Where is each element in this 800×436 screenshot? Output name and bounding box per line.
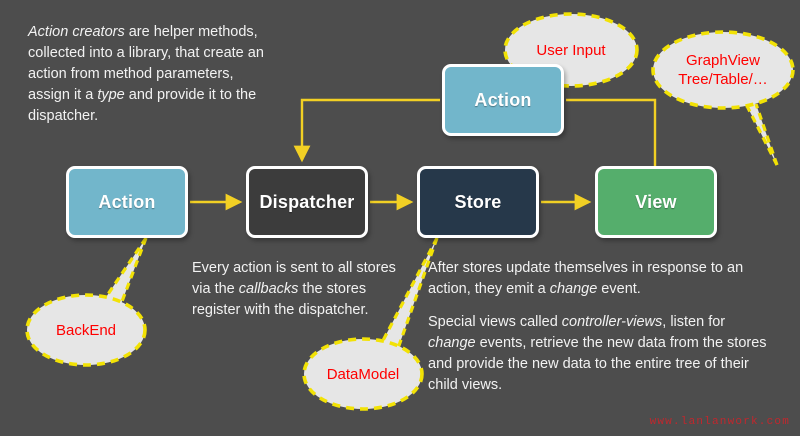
callout-label: GraphView Tree/Table/… bbox=[678, 52, 768, 88]
callout-label: DataModel bbox=[326, 365, 400, 383]
node-view[interactable]: View bbox=[595, 166, 717, 238]
node-store[interactable]: Store bbox=[417, 166, 539, 238]
node-dispatcher[interactable]: Dispatcher bbox=[246, 166, 368, 238]
callout-backend-shape bbox=[25, 237, 148, 367]
paragraph-action-creators: Action creators are helper methods, coll… bbox=[28, 24, 264, 124]
node-action-user-input[interactable]: Action bbox=[442, 64, 564, 136]
paragraph-special-views: Special views called controller-views, l… bbox=[428, 314, 767, 393]
callout-label: User Input bbox=[536, 41, 606, 59]
node-label: View bbox=[635, 191, 677, 212]
callout-datamodel[interactable]: DataModel bbox=[303, 338, 423, 410]
node-action-creators[interactable]: Action bbox=[66, 166, 188, 238]
paragraph-every-action: Every action is sent to all stores via t… bbox=[192, 260, 396, 318]
callout-label: BackEnd bbox=[55, 321, 117, 339]
callout-datamodel-shape bbox=[302, 237, 439, 411]
node-label: Action bbox=[474, 89, 532, 110]
callout-graphview-shape bbox=[651, 30, 795, 166]
callout-graphview[interactable]: GraphView Tree/Table/… bbox=[653, 32, 793, 108]
node-label: Store bbox=[454, 191, 502, 212]
callout-backend[interactable]: BackEnd bbox=[26, 294, 146, 366]
arrow-topaction-to-dispatcher bbox=[293, 98, 440, 163]
connector-view-to-topaction bbox=[566, 98, 657, 166]
callout-user-input[interactable]: User Input bbox=[505, 14, 637, 86]
watermark: www.lanlanwork.com bbox=[649, 416, 790, 428]
node-label: Dispatcher bbox=[259, 191, 355, 212]
node-label: Action bbox=[98, 191, 156, 212]
paragraph-after-stores: After stores update themselves in respon… bbox=[428, 260, 744, 297]
